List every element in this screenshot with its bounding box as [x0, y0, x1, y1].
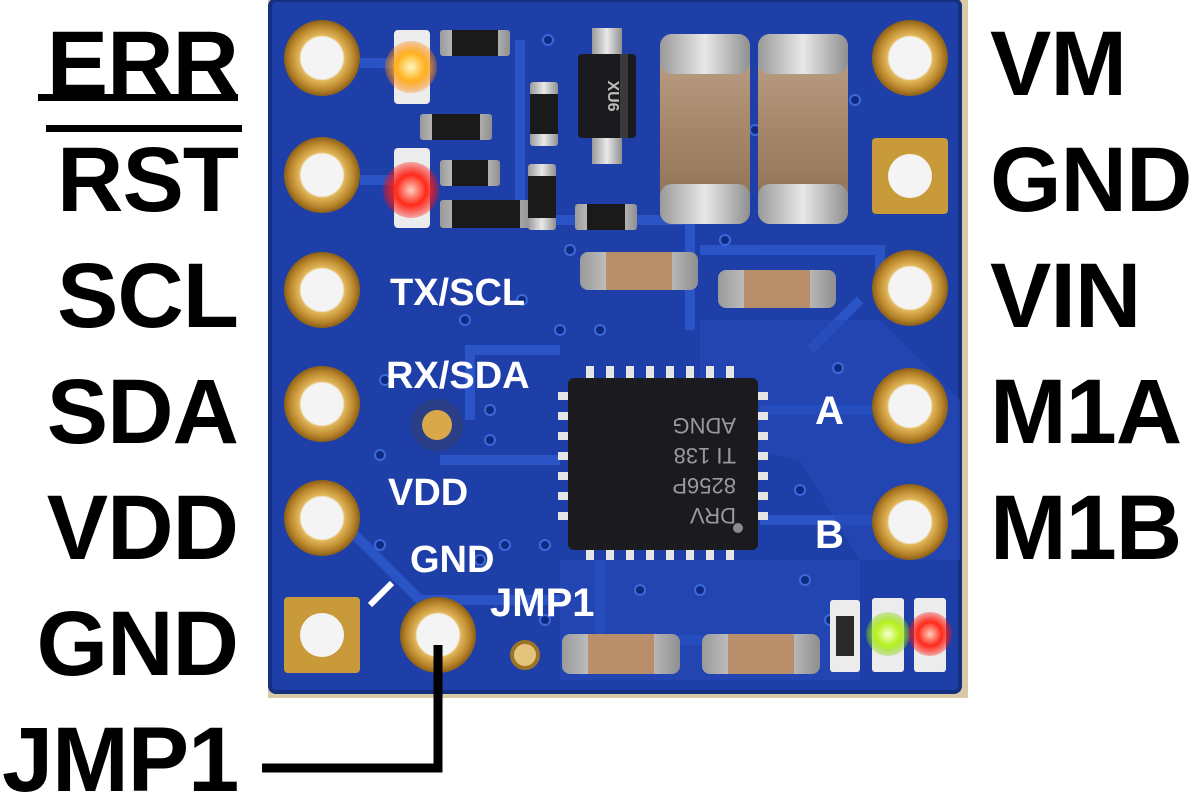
- smd-caps-middle: [580, 252, 836, 308]
- rst-overbar: [46, 125, 242, 132]
- pad-m1a: [872, 368, 948, 444]
- pin-label-gnd-left: GND: [36, 593, 239, 695]
- pad-err: [284, 20, 360, 96]
- pin-label-vm: VM: [990, 13, 1127, 115]
- silk-jmp1: JMP1: [490, 581, 595, 625]
- silk-tx-scl: TX/SCL: [390, 272, 525, 314]
- pad-rst: [284, 137, 360, 213]
- rst-led: [383, 162, 439, 218]
- pin-label-m1b: M1B: [990, 477, 1182, 579]
- pad-sda: [284, 366, 360, 442]
- bulk-capacitors: [660, 34, 848, 224]
- err-underline: [38, 94, 238, 101]
- pin-label-m1a: M1A: [990, 361, 1182, 463]
- ic-marking-line1: DRV: [690, 503, 736, 528]
- diode: XU6: [578, 28, 636, 164]
- pin-label-vdd: VDD: [46, 477, 239, 579]
- pin-label-sda: SDA: [46, 361, 239, 463]
- pin-label-gnd-right: GND: [990, 129, 1192, 231]
- silk-vdd: VDD: [388, 472, 468, 514]
- right-header-pads: [872, 20, 948, 560]
- status-leds-left: [383, 30, 439, 228]
- diode-marking: XU6: [604, 80, 621, 111]
- pin-label-vin: VIN: [990, 245, 1141, 347]
- silk-a: A: [815, 389, 844, 433]
- left-header-pads: [284, 20, 360, 673]
- jmp1-leader-line: [262, 645, 443, 773]
- smd-components-top: [420, 30, 637, 230]
- err-led: [385, 41, 437, 93]
- red-led: [908, 612, 952, 656]
- silk-b: B: [815, 513, 844, 557]
- pad-scl: [284, 252, 360, 328]
- pin-label-rst: RST: [57, 129, 239, 231]
- green-led: [866, 612, 910, 656]
- pin-label-jmp1: JMP1: [2, 709, 239, 811]
- pad-vin: [872, 250, 948, 326]
- smd-caps-bottom: [562, 634, 820, 674]
- ic-marking-line3: TI 138: [674, 443, 736, 468]
- driver-ic: DRV 8256P TI 138 ADNG: [558, 366, 768, 560]
- ic-body: [568, 378, 758, 550]
- vias: [374, 34, 861, 626]
- pad-vm: [872, 20, 948, 96]
- pad-jmp1: [400, 597, 476, 673]
- ic-marking-line4: ADNG: [672, 413, 736, 438]
- silk-gnd: GND: [410, 539, 494, 581]
- silkscreen: TX/SCL RX/SDA VDD GND JMP1 A B: [367, 272, 844, 625]
- ic-marking-line2: 8256P: [672, 473, 736, 498]
- small-pad: [510, 640, 540, 670]
- status-leds-right: [830, 598, 952, 672]
- silk-rx-sda: RX/SDA: [386, 355, 530, 397]
- pad-vdd: [284, 480, 360, 556]
- pad-m1b: [872, 484, 948, 560]
- pin-label-scl: SCL: [57, 245, 239, 347]
